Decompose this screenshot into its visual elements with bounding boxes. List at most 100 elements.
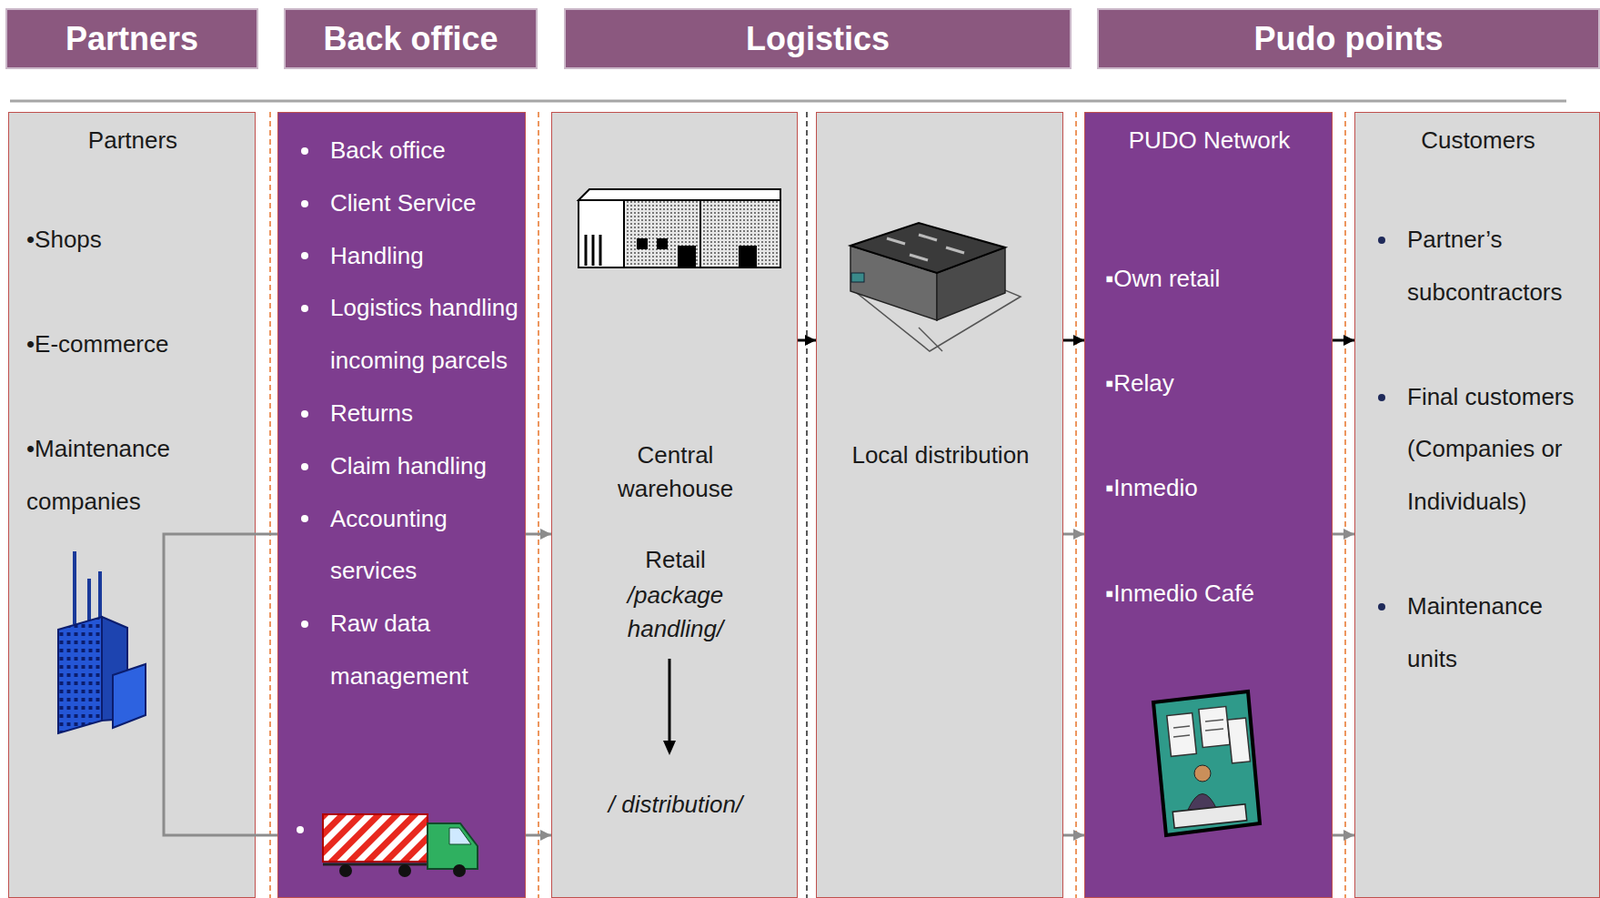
item-label: Partner’s subcontractors <box>1407 213 1579 319</box>
truck-icon <box>322 814 428 862</box>
distribution-building-icon <box>886 238 906 244</box>
truck-icon <box>296 814 478 877</box>
text-row: Retail <box>593 543 758 577</box>
text-group: Central warehouse <box>593 438 758 506</box>
text-group: / distribution/ <box>565 787 785 822</box>
text-group: Retail <box>593 543 758 577</box>
text-row: ▪Relay <box>1105 357 1329 411</box>
text-row: Returns <box>330 387 522 441</box>
warehouse-icon <box>656 238 668 250</box>
text-row: Local distribution <box>822 438 1059 473</box>
newsstand-icon <box>1205 728 1224 731</box>
flow-arrow <box>1063 339 1085 343</box>
text-group: PUDO Network <box>1085 124 1334 156</box>
factory-icon <box>58 551 146 734</box>
newsstand-icon <box>1194 764 1211 782</box>
text-row: / distribution/ <box>565 787 785 822</box>
distribution-building-icon <box>850 222 1021 352</box>
text-row: •Maintenance companies <box>26 422 209 528</box>
item-label: Logistics handling incoming parcels <box>330 281 522 388</box>
truck-icon <box>296 825 304 834</box>
item-label: Retail <box>593 543 758 577</box>
warehouse-icon <box>677 245 696 268</box>
bullet-dot <box>301 200 309 208</box>
header-rule <box>10 100 1567 103</box>
newsstand-icon <box>1173 725 1190 728</box>
text-row: Logistics handling incoming parcels <box>330 281 522 388</box>
item-label: Back office <box>330 124 522 178</box>
text-row: ▪Inmedio <box>1105 462 1329 515</box>
bullet-dot <box>1378 393 1386 402</box>
text-row: Handling <box>330 230 522 283</box>
section-header: Pudo points <box>1096 8 1600 70</box>
distribution-building-icon <box>909 254 928 261</box>
bullet-dot <box>301 304 309 312</box>
back-office-column: Back officeClient ServiceHandlingLogisti… <box>277 111 526 898</box>
text-row: •E-commerce <box>26 318 209 372</box>
text-group: Customers <box>1355 124 1600 156</box>
bullet-dot <box>1378 603 1386 611</box>
warehouse-icon <box>578 189 781 201</box>
newsstand-icon <box>1172 804 1247 828</box>
text-row: Partner’s subcontractors <box>1407 213 1579 319</box>
item-label: ▪Own retail <box>1105 252 1329 306</box>
section-header: Partners <box>5 8 259 70</box>
distribution-building-icon <box>945 247 965 253</box>
header-label: Logistics <box>745 20 890 59</box>
warehouse-icon <box>578 200 624 268</box>
newsstand-icon <box>1198 706 1230 748</box>
column-separator <box>1075 111 1077 898</box>
text-row: PUDO Network <box>1085 124 1334 156</box>
text-row: /package handling/ <box>593 578 758 646</box>
factory-icon <box>98 571 102 623</box>
warehouse-flow-arrow <box>663 658 676 755</box>
text-group: Partners <box>9 124 257 156</box>
flow-arrow <box>255 533 278 536</box>
text-group: Back officeClient ServiceHandlingLogisti… <box>330 124 522 704</box>
flow-arrow <box>797 339 816 343</box>
truck-icon <box>452 864 466 877</box>
column-separator <box>270 111 1346 898</box>
item-label: •Shops <box>26 213 209 267</box>
item-label: ▪Relay <box>1105 357 1329 411</box>
partner-bracket <box>163 533 256 836</box>
truck-icon <box>449 827 472 845</box>
column-heading: Partners <box>9 124 257 156</box>
newsstand-icon <box>1205 719 1224 722</box>
text-group: Local distribution <box>822 438 1059 473</box>
truck-icon <box>398 864 412 877</box>
item-label: Raw data management <box>330 597 522 704</box>
item-label: Client Service <box>330 177 522 231</box>
bullet-dot <box>301 514 309 523</box>
distribution-building-icon <box>918 234 937 241</box>
column-separator <box>269 111 272 898</box>
item-label: •E-commerce <box>26 318 209 372</box>
item-label: / distribution/ <box>565 787 785 822</box>
bullet-dot <box>301 462 309 471</box>
factory-icon <box>87 578 91 624</box>
text-group: ▪Own retail ▪Relay ▪Inmedio ▪Inmedio Café <box>1105 252 1329 673</box>
text-group: Partner’s subcontractorsFinal customers … <box>1407 213 1579 738</box>
factory-icon <box>112 664 146 728</box>
bullet-dot <box>301 620 309 628</box>
customers-column: CustomersPartner’s subcontractorsFinal c… <box>1354 111 1600 898</box>
warehouse-flow-arrow <box>663 740 676 755</box>
partner-bracket <box>163 533 256 836</box>
distribution-building-icon <box>850 222 1006 273</box>
bullet-dot <box>301 410 309 418</box>
column-heading: Local distribution <box>822 438 1059 473</box>
text-row: •Shops <box>26 213 209 267</box>
text-row: Central warehouse <box>593 438 758 506</box>
bullet-dot <box>1378 236 1386 244</box>
newsstand-icon <box>1173 734 1190 737</box>
flow-arrow <box>1332 834 1355 837</box>
item-label: Handling <box>330 230 522 283</box>
item-label: Claim handling <box>330 440 522 494</box>
newsstand-icon <box>1167 713 1198 757</box>
item-label: Returns <box>330 387 522 441</box>
text-row: ▪Inmedio Café <box>1105 567 1329 621</box>
text-row: Accounting services <box>330 493 522 599</box>
text-row: Claim handling <box>330 440 522 494</box>
